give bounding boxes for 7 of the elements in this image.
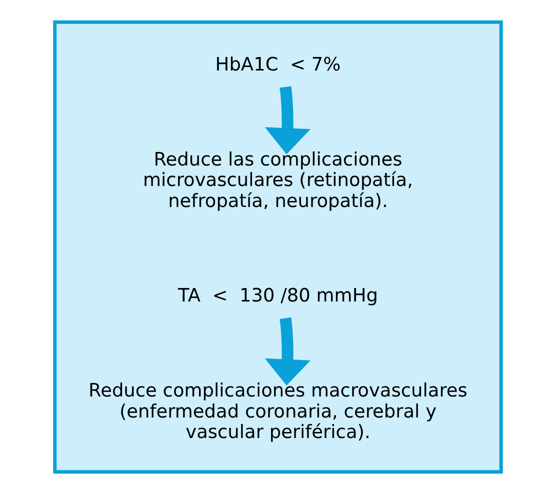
node-text: TA < 130 /80 mmHg — [178, 286, 378, 307]
cluster — [53, 20, 503, 474]
node-text: Reduce las complicaciones microvasculares (retinopatía, nefropatía, neuropatía). — [143, 149, 413, 212]
arrow — [264, 86, 310, 154]
arrow — [264, 317, 310, 386]
node-text: Reduce complicaciones macrovasculares (enfermedad coronaria, cerebral y vascular periférica). — [88, 380, 468, 444]
node-text: HbA1C < 7% — [215, 54, 341, 76]
